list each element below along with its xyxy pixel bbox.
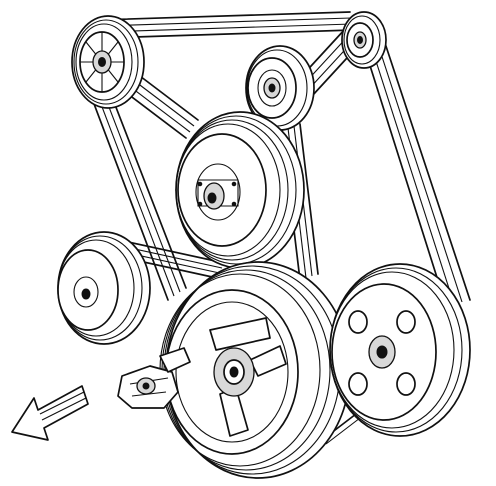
center-pulley xyxy=(175,111,305,269)
left-pulley xyxy=(57,231,151,345)
belt-tensioner xyxy=(117,347,191,409)
crankshaft-pulley xyxy=(159,261,351,479)
power-steering-pulley xyxy=(329,263,471,437)
belt-run-right xyxy=(359,21,471,307)
belt-run-top xyxy=(97,11,354,39)
idler-pulley-top-center xyxy=(245,45,315,131)
idler-pulley-top-left xyxy=(71,15,145,109)
direction-arrow xyxy=(11,385,89,441)
idler-pulley-top-right xyxy=(341,11,387,69)
